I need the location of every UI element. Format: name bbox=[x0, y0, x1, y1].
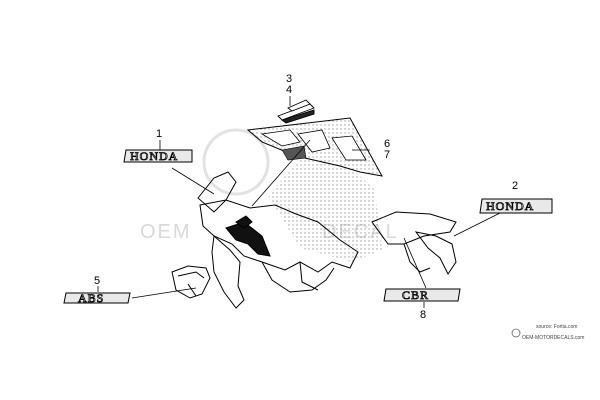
callout-5: 5 bbox=[94, 275, 100, 287]
decal-model[interactable]: CBR bbox=[383, 288, 461, 302]
callout-2: 2 bbox=[512, 180, 518, 192]
decal-honda-2[interactable]: HONDA bbox=[479, 198, 553, 214]
source-line-2: OEM-MOTORDECALS.com bbox=[522, 335, 584, 341]
source-line-1: source: Fortia.com bbox=[536, 324, 577, 330]
decal-honda-1[interactable]: HONDA bbox=[123, 149, 193, 163]
callout-6: 6 bbox=[384, 138, 390, 150]
watermark-logo-icon bbox=[202, 128, 270, 196]
decal-wing-emblem[interactable] bbox=[277, 99, 315, 124]
motorcycle-fairing-drawing bbox=[171, 171, 457, 309]
watermark-text-left: OEM bbox=[140, 221, 192, 243]
callout-3: 3 bbox=[286, 73, 292, 85]
decal-honda-2-text: HONDA bbox=[486, 199, 534, 213]
decal-model-text: CBR bbox=[402, 288, 429, 302]
decal-abs-text: ABS bbox=[78, 291, 104, 305]
callout-7: 7 bbox=[384, 149, 390, 161]
callout-8: 8 bbox=[420, 309, 426, 321]
decal-honda-1-text: HONDA bbox=[130, 149, 178, 163]
decal-abs[interactable]: ABS bbox=[63, 291, 131, 305]
decal-tank-graphic[interactable] bbox=[246, 117, 383, 177]
source-logo-icon bbox=[511, 328, 521, 338]
callout-1: 1 bbox=[156, 128, 162, 140]
callout-labels: 1 2 3 4 5 6 7 8 bbox=[94, 73, 518, 321]
source-credit: source: Fortia.com OEM-MOTORDECALS.com bbox=[511, 324, 584, 341]
fairing-mesh-area bbox=[268, 160, 382, 262]
leader-lines bbox=[97, 96, 501, 308]
callout-4: 4 bbox=[286, 84, 292, 96]
